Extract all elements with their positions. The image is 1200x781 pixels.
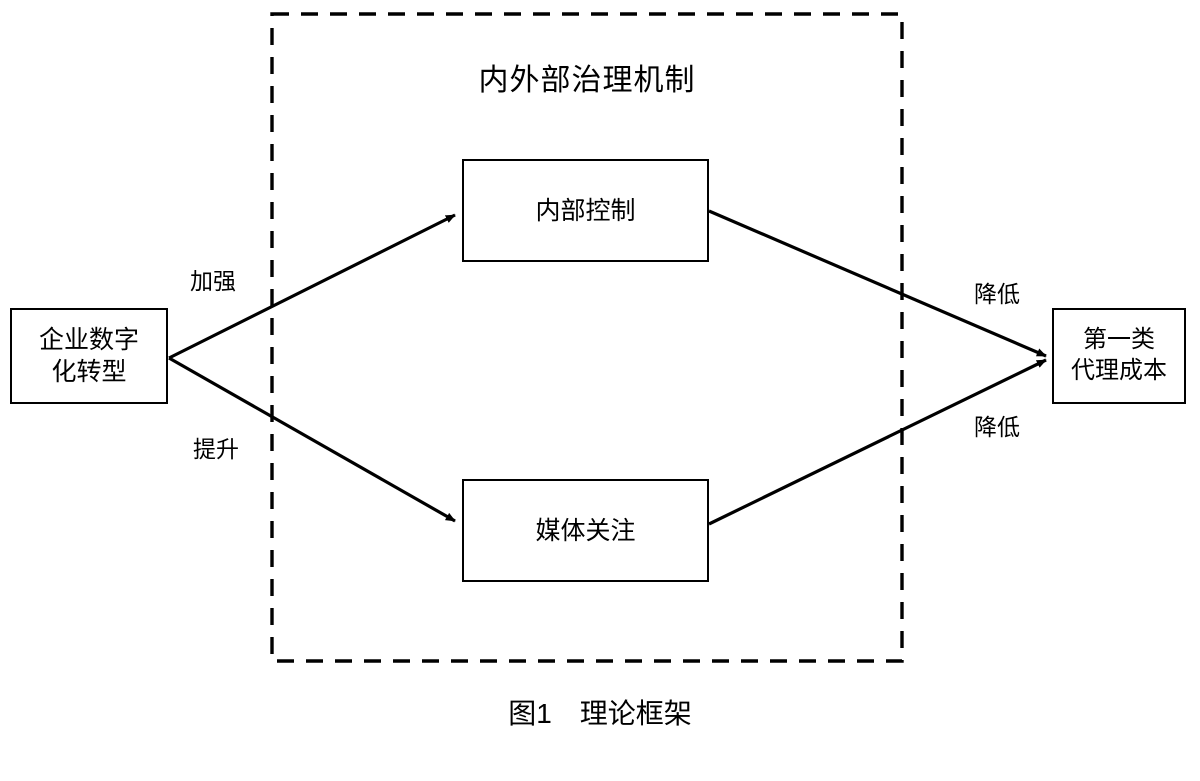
- node-digital-transformation-label: 企业数字 化转型: [38, 326, 139, 386]
- connector-internal-control-to-agency-cost: [708, 209, 1047, 358]
- connector-dt-to-media-attention: [168, 356, 456, 523]
- governance-region-title: 内外部治理机制: [478, 64, 696, 97]
- node-media-attention-label: 媒体关注: [535, 516, 636, 545]
- node-agency-cost-label: 第一类 代理成本: [1071, 326, 1167, 384]
- edge-label-reduce-bottom: 降低: [974, 414, 1020, 440]
- edge-label-improve: 提升: [193, 436, 239, 462]
- node-media-attention[interactable]: 媒体关注: [462, 479, 709, 582]
- figure-caption: 图1 理论框架: [508, 698, 692, 729]
- node-digital-transformation[interactable]: 企业数字 化转型: [10, 308, 168, 404]
- edge-label-strengthen: 加强: [190, 268, 236, 294]
- node-internal-control-label: 内部控制: [535, 196, 636, 225]
- node-agency-cost[interactable]: 第一类 代理成本: [1052, 308, 1186, 404]
- connector-media-attention-to-agency-cost: [708, 358, 1047, 526]
- node-internal-control[interactable]: 内部控制: [462, 159, 709, 262]
- edge-label-reduce-top: 降低: [974, 281, 1020, 307]
- connector-dt-to-internal-control: [168, 213, 456, 360]
